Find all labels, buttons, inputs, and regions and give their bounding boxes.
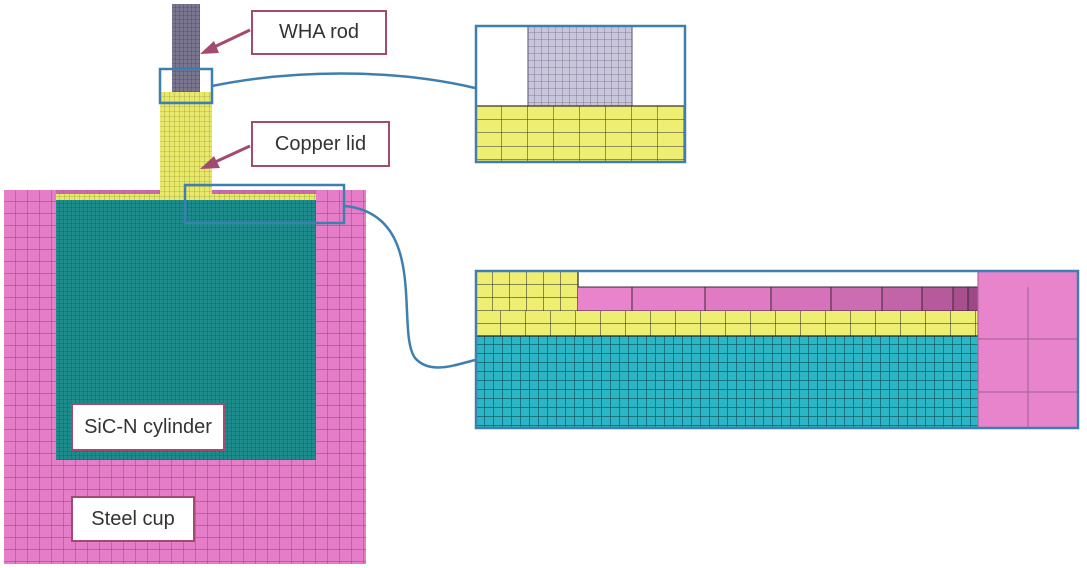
wha-rod-label-text: WHA rod [278, 21, 360, 43]
zoom2-steel-wall [977, 272, 1078, 428]
zoom-inset-bottom [474, 269, 1080, 430]
wha-rod-mesh [172, 4, 200, 92]
sic-cylinder-label: SiC-N cylinder [71, 403, 225, 451]
zoom2-sic-mesh [476, 336, 978, 428]
copper-lid-label: Copper lid [251, 121, 390, 167]
zoom-region-box-bottom [183, 183, 346, 225]
steel-cup-label: Steel cup [71, 496, 195, 542]
zoom2-copper-block [476, 272, 578, 312]
copper-lid-arrowhead [200, 156, 220, 169]
steel-cup-label-text: Steel cup [91, 507, 175, 530]
callout-arrows [200, 28, 251, 169]
zoom-inset-top [474, 24, 687, 164]
copper-lid-label-text: Copper lid [274, 132, 367, 155]
zoom-connector-top [211, 72, 476, 90]
zoom-copper-mesh [476, 106, 685, 162]
zoom-wha-mesh [528, 26, 632, 106]
copper-lid-arrow [212, 144, 251, 165]
wha-rod-arrow [211, 28, 251, 50]
sic-cylinder-label-text: SiC-N cylinder [84, 415, 212, 438]
zoom-inset-bottom-frame [474, 269, 1080, 430]
copper-lid-stem-mesh [160, 92, 212, 196]
zoom-inset-top-frame [474, 24, 687, 164]
zoom2-copper-row [476, 311, 978, 336]
wha-rod-label: WHA rod [251, 10, 387, 55]
main-mesh [4, 4, 366, 564]
wha-rod-arrowhead [200, 41, 219, 54]
zoom2-steel-strip [578, 286, 978, 312]
zoom-connector-bottom [344, 204, 476, 369]
